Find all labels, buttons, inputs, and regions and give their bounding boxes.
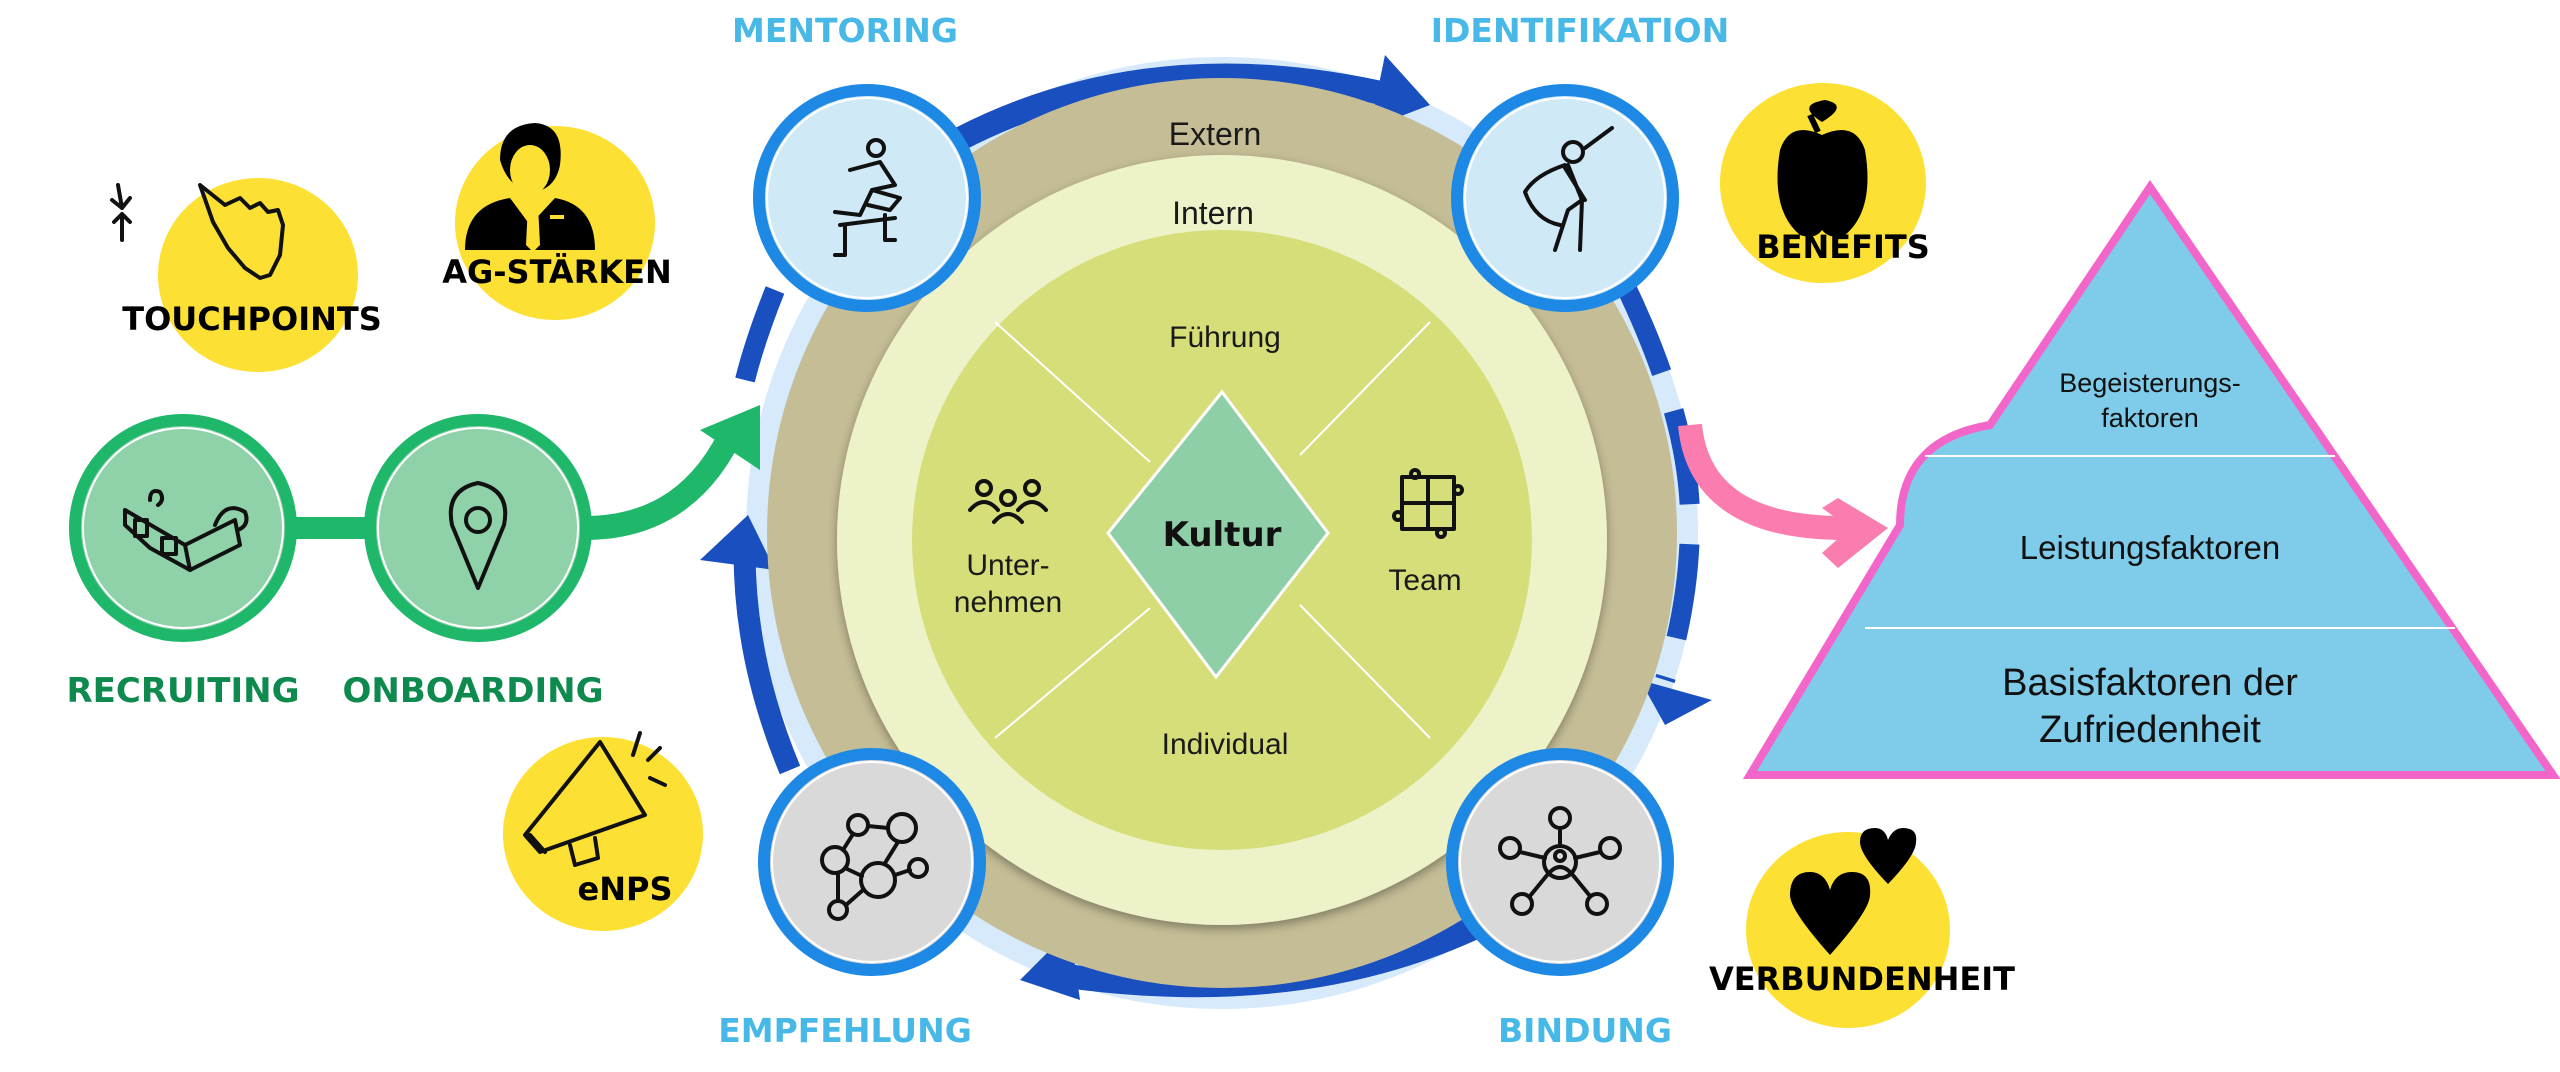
badge-label-verbundenheit: VERBUNDENHEIT: [1709, 960, 2015, 998]
pyramid-level-top-line2: faktoren: [2101, 403, 2199, 433]
social-engagement-icon: [1498, 806, 1622, 916]
badge-benefits: BENEFITS: [1720, 83, 1930, 283]
megaphone-icon: [523, 731, 667, 867]
hearts-icon: [1790, 828, 1917, 955]
culture-center-label: Kultur: [1163, 515, 1282, 555]
phase-node-mentoring[interactable]: MENTORING: [732, 11, 981, 312]
superhero-icon: [1523, 126, 1614, 252]
segment-top-label: Führung: [1169, 321, 1281, 354]
badge-label-touchpoints: TOUCHPOINTS: [122, 300, 382, 338]
segment-left-label-1: Unter-: [966, 549, 1049, 582]
pink-arrow-shaft: [1678, 423, 1851, 541]
badge-touchpoints: TOUCHPOINTS: [110, 178, 382, 372]
hurdle-runner-icon: [833, 138, 902, 257]
businessman-icon: [465, 123, 595, 252]
puzzle-icon: [1392, 468, 1464, 539]
arrow-left-upper-segment: [735, 286, 785, 383]
3d-glasses-icon: [123, 489, 249, 572]
arrow-identifikation-to-bindung: [1615, 280, 1701, 683]
green-arrowhead: [700, 405, 760, 470]
pyramid-level-top-line1: Begeisterungs-: [2059, 368, 2241, 398]
entry-path: [290, 405, 760, 540]
divider-br: [1299, 604, 1431, 739]
badge-verbundenheit: VERBUNDENHEIT: [1709, 828, 2015, 1028]
segment-left-label-2: nehmen: [954, 586, 1062, 619]
phase-label-identifikation: IDENTIFIKATION: [1431, 11, 1729, 50]
culture-rings: Extern Intern Kultur Führung Individual …: [767, 78, 1677, 988]
phase-node-identifikation[interactable]: IDENTIFIKATION: [1431, 11, 1729, 312]
divider-tl: [994, 321, 1151, 463]
satisfaction-pyramid: Begeisterungs- faktoren Leistungsfaktore…: [1742, 179, 2560, 779]
segment-right-label: Team: [1388, 564, 1461, 597]
phase-node-bindung[interactable]: BINDUNG: [1446, 748, 1674, 1050]
arrow-onboarding-to-cycle: [584, 420, 746, 540]
pyramid-level-bottom-line2: Zufriedenheit: [2039, 709, 2261, 751]
apple-icon: [1777, 100, 1868, 237]
pyramid-level-middle: Leistungsfaktoren: [2020, 529, 2281, 566]
arrowhead-right: [1640, 680, 1712, 725]
location-pin-icon: [448, 481, 508, 590]
phase-node-empfehlung[interactable]: EMPFEHLUNG: [718, 748, 986, 1050]
pink-arrow: [1678, 423, 1888, 568]
arrowhead-left: [700, 515, 775, 570]
step-label-recruiting: RECRUITING: [66, 671, 299, 711]
pyramid-level-bottom-line1: Basisfaktoren der: [2002, 662, 2298, 704]
badge-label-ag-staerken: AG-STÄRKEN: [442, 253, 672, 291]
pink-arrowhead: [1822, 498, 1888, 568]
people-network-icon: [820, 812, 929, 921]
phase-label-mentoring: MENTORING: [732, 11, 958, 50]
pinch-hand-icon: [110, 183, 285, 280]
ring-extern-label: Extern: [1169, 116, 1261, 152]
badge-label-enps: eNPS: [578, 870, 673, 908]
badge-enps: eNPS: [503, 731, 703, 931]
phase-label-bindung: BINDUNG: [1498, 1011, 1672, 1050]
culture-diamond: [1106, 389, 1330, 680]
ring-intern-label: Intern: [1172, 195, 1254, 231]
divider-tr: [1299, 321, 1431, 456]
step-onboarding[interactable]: ONBOARDING: [343, 414, 604, 711]
step-label-onboarding: ONBOARDING: [343, 671, 604, 711]
divider-bl: [994, 607, 1151, 739]
badge-ag-staerken: AG-STÄRKEN: [442, 123, 672, 320]
people-group-icon: [968, 479, 1048, 524]
segment-bottom-label: Individual: [1162, 728, 1289, 761]
badge-label-benefits: BENEFITS: [1756, 228, 1930, 266]
phase-label-empfehlung: EMPFEHLUNG: [718, 1011, 972, 1050]
arrow-mentoring-to-identifikation: [952, 63, 1393, 151]
step-recruiting[interactable]: RECRUITING: [66, 414, 300, 711]
